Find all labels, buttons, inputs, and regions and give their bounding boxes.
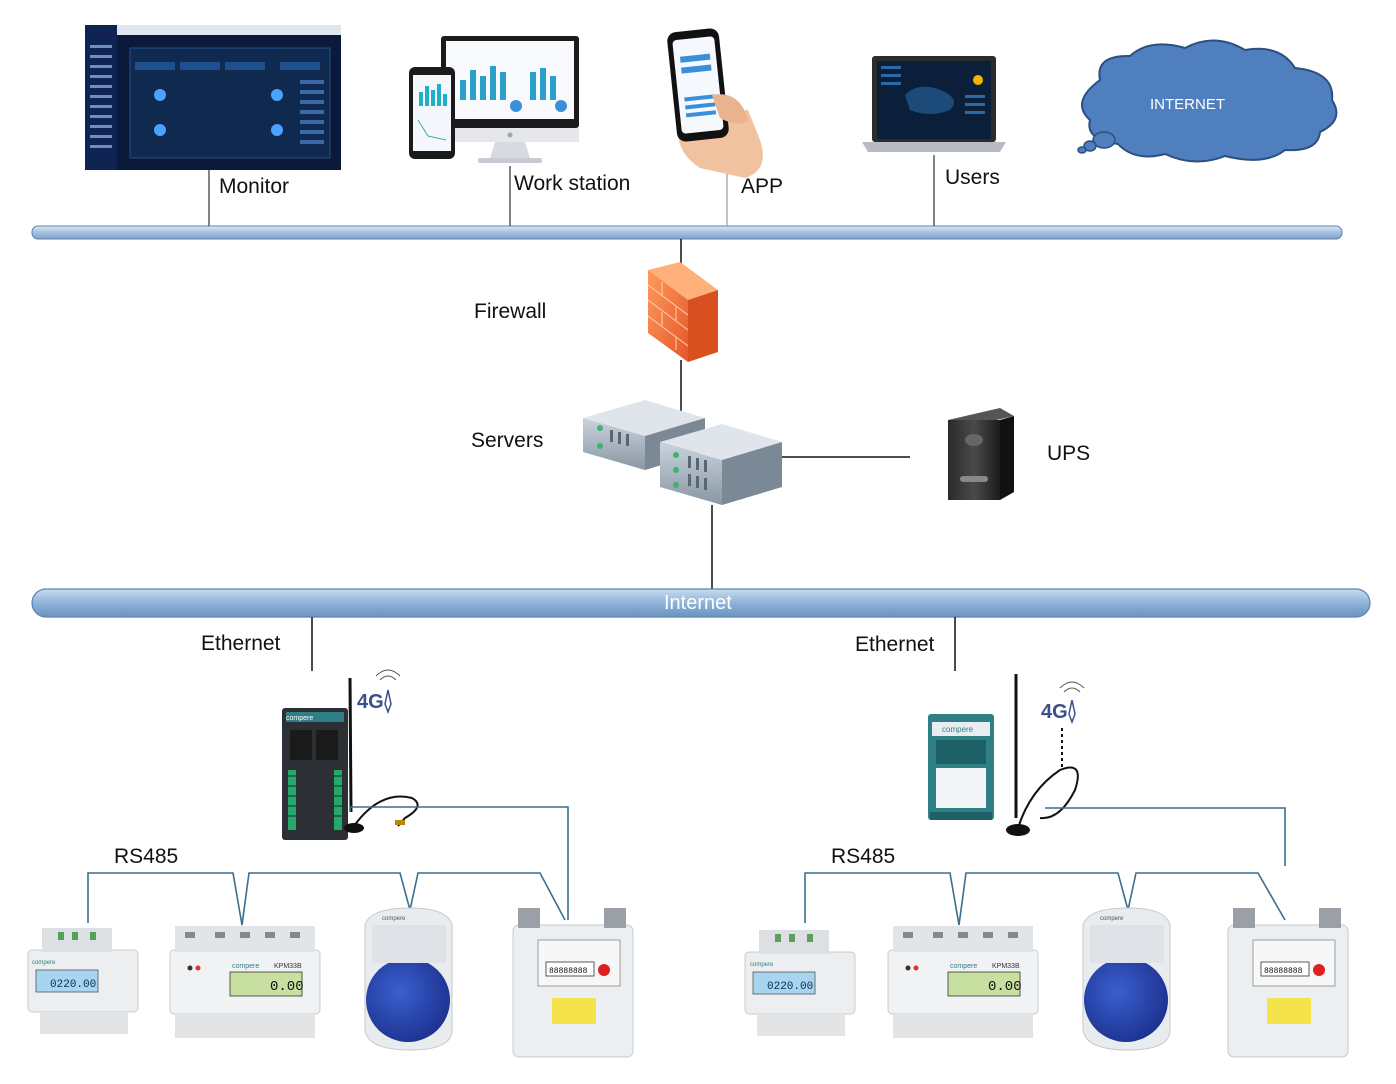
energy-meter-icon	[27, 928, 139, 1034]
antenna-icon	[1006, 674, 1079, 836]
ups-icon	[948, 408, 1014, 500]
gas-meter-icon	[1227, 908, 1349, 1058]
gateway-icon	[282, 708, 348, 840]
label-workstation: Work station	[514, 172, 631, 195]
label-app: APP	[741, 175, 784, 198]
brand-text: compere	[232, 963, 259, 970]
rs485-wire-left	[87, 806, 569, 926]
internet-bus	[31, 588, 1371, 618]
brand-text: compere	[1100, 916, 1124, 922]
energy-meter-icon	[887, 926, 1039, 1038]
water-meter-icon	[364, 907, 453, 1051]
label-rs485-left: RS485	[114, 845, 179, 868]
monitor-icon	[85, 25, 341, 170]
water-meter-icon	[1082, 907, 1171, 1051]
antenna-icon	[344, 677, 419, 833]
laptop-icon	[862, 56, 1006, 152]
gas-meter-icon	[512, 908, 634, 1058]
firewall-icon	[647, 262, 718, 362]
energy-meter-icon	[744, 930, 856, 1036]
energy-meter-icon	[169, 926, 321, 1038]
brand-text: compere	[32, 960, 56, 966]
rs485-wire-right	[804, 807, 1286, 926]
label-ups: UPS	[1047, 442, 1091, 465]
label-internet-cloud: INTERNET	[1150, 96, 1225, 113]
server-rack-icon	[583, 400, 782, 505]
label-internet-bus: Internet	[664, 592, 732, 614]
cloud-icon	[1077, 39, 1338, 163]
brand-text: compere	[942, 725, 974, 734]
meter-reading-text: 0220.00	[767, 981, 813, 993]
label-users: Users	[945, 166, 1000, 189]
gateway-icon	[928, 714, 994, 820]
meter-reading-text: 0.00	[270, 979, 304, 995]
label-monitor: Monitor	[219, 175, 290, 198]
label-4g-left: 4G	[357, 691, 384, 713]
label-firewall: Firewall	[474, 300, 547, 323]
meter-reading-text: 0.00	[988, 979, 1022, 995]
brand-text: compere	[950, 963, 977, 970]
workstation-icon	[409, 36, 579, 163]
label-rs485-right: RS485	[831, 845, 896, 868]
label-4g-right: 4G	[1041, 701, 1068, 723]
brand-text: compere	[750, 962, 774, 968]
gas-reading-text: 88888888	[1264, 967, 1303, 976]
meter-reading-text: 0220.00	[50, 979, 96, 991]
smartphone-icon	[667, 28, 763, 178]
brand-text: compere	[382, 916, 406, 922]
meter-model-text: KPM33B	[992, 963, 1020, 970]
label-ethernet-left: Ethernet	[201, 632, 281, 655]
label-servers: Servers	[471, 429, 544, 452]
signal-tower-icon	[1059, 681, 1085, 725]
meter-model-text: KPM33B	[274, 963, 302, 970]
signal-tower-icon	[375, 669, 401, 715]
top-bus	[31, 225, 1343, 240]
label-ethernet-right: Ethernet	[855, 633, 935, 656]
gas-reading-text: 88888888	[549, 967, 588, 976]
brand-text: compere	[286, 715, 313, 722]
